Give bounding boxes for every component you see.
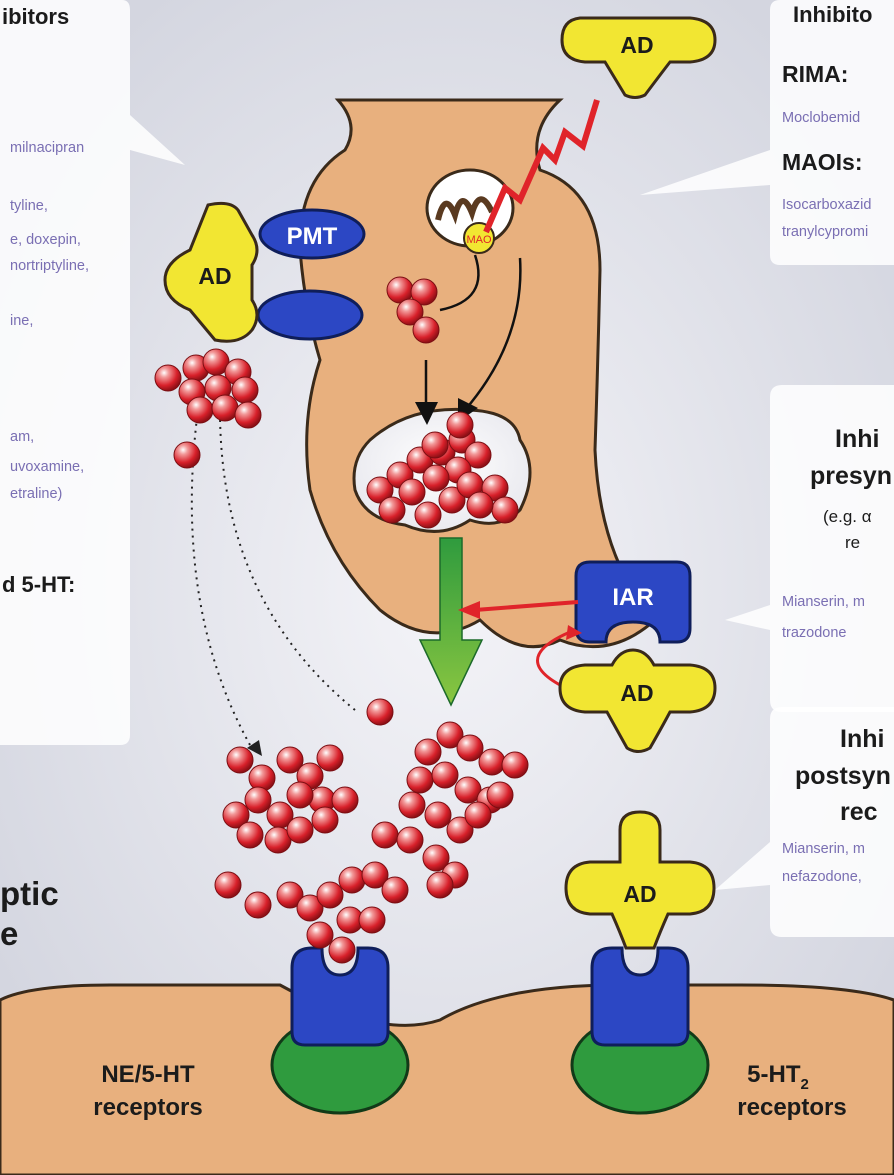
neurotransmitter-molecule (457, 735, 483, 761)
neurotransmitter-molecule (427, 872, 453, 898)
neurotransmitter-molecule (227, 747, 253, 773)
neurotransmitter-molecule (425, 802, 451, 828)
neurotransmitter-molecule (215, 872, 241, 898)
neurotransmitter-molecule (415, 502, 441, 528)
neurotransmitter-molecule (372, 822, 398, 848)
neurotransmitter-molecule (212, 395, 238, 421)
neurotransmitter-molecule (317, 745, 343, 771)
neurotransmitter-molecule (187, 397, 213, 423)
maoi-heading: MAOIs: (782, 149, 863, 175)
synaptic-label-line-1: ptic (0, 875, 59, 912)
neurotransmitter-molecule (415, 739, 441, 765)
neurotransmitter-molecule (467, 492, 493, 518)
left-panel-heading: ibitors (2, 4, 69, 29)
neurotransmitter-molecule (287, 782, 313, 808)
neurotransmitter-molecule (382, 877, 408, 903)
left-drug-line-1: milnacipran (10, 140, 84, 156)
ad-5ht2-label: AD (623, 881, 656, 907)
5ht2-main: 5-HT (747, 1061, 801, 1088)
neurotransmitter-molecule (487, 782, 513, 808)
left-drug-line-4: nortriptyline, (10, 258, 89, 274)
neurotransmitter-molecule (329, 937, 355, 963)
neurotransmitter-molecule (479, 749, 505, 775)
left-drug-line-8: etraline) (10, 486, 62, 502)
neurotransmitter-molecule (492, 497, 518, 523)
neurotransmitter-molecule (249, 765, 275, 791)
mao-label: MAO (466, 234, 492, 246)
neurotransmitter-molecule (307, 922, 333, 948)
postsynaptic-title-2: postsyn (795, 762, 891, 790)
presynaptic-title-1: Inhi (835, 425, 879, 453)
postsynaptic-drugs-2: nefazodone, (782, 869, 862, 885)
iar-label: IAR (612, 584, 653, 611)
neurotransmitter-molecule (245, 892, 271, 918)
neurotransmitter-molecule (237, 822, 263, 848)
neurotransmitter-molecule (397, 827, 423, 853)
left-drug-line-2: tyline, (10, 198, 48, 214)
left-panel-subheading: d 5-HT: (2, 572, 75, 597)
neurotransmitter-molecule (155, 365, 181, 391)
rima-drugs: Moclobemid (782, 110, 860, 126)
postsynaptic-title-3: rec (840, 798, 878, 826)
left-drug-line-5: ine, (10, 313, 33, 329)
neurotransmitter-molecule (367, 699, 393, 725)
neurotransmitter-molecule (332, 787, 358, 813)
postsynaptic-drugs-1: Mianserin, m (782, 841, 865, 857)
presynaptic-subtitle-1: (e.g. α (823, 507, 872, 526)
presynaptic-subtitle-2: re (845, 533, 860, 552)
neurotransmitter-molecule (359, 907, 385, 933)
neurotransmitter-molecule (407, 767, 433, 793)
neurotransmitter-molecule (447, 412, 473, 438)
neurotransmitter-molecule (465, 802, 491, 828)
transporter-lower (258, 291, 362, 339)
neurotransmitter-molecule (232, 377, 258, 403)
ne-5ht-receptor-label-1: NE/5-HT (101, 1061, 195, 1088)
neurotransmitter-molecule (312, 807, 338, 833)
neurotransmitter-molecule (399, 479, 425, 505)
neurotransmitter-molecule (287, 817, 313, 843)
neurotransmitter-molecule (174, 442, 200, 468)
neurotransmitter-molecule (339, 867, 365, 893)
rima-heading: RIMA: (782, 61, 848, 87)
maoi-drugs-line-1: Isocarboxazid (782, 197, 871, 213)
left-drug-line-3: e, doxepin, (10, 232, 81, 248)
ne-5ht-receptor-label-2: receptors (93, 1094, 202, 1121)
neurotransmitter-molecule (317, 882, 343, 908)
neurotransmitter-molecule (399, 792, 425, 818)
neurotransmitter-molecule (379, 497, 405, 523)
neurotransmitter-molecule (413, 317, 439, 343)
neurotransmitter-molecule (235, 402, 261, 428)
neurotransmitter-molecule (245, 787, 271, 813)
right-top-title: Inhibito (793, 2, 872, 27)
presynaptic-drugs-1: Mianserin, m (782, 594, 865, 610)
postsynaptic-title-1: Inhi (840, 725, 884, 753)
maoi-drugs-line-2: tranylcypromi (782, 224, 868, 240)
pmt-label: PMT (287, 223, 338, 250)
left-drug-line-6: am, (10, 429, 34, 445)
neurotransmitter-molecule (432, 762, 458, 788)
ad-pmt-label: AD (198, 263, 231, 289)
5ht2-receptor-label-2: receptors (737, 1094, 846, 1121)
left-drug-line-7: uvoxamine, (10, 459, 84, 475)
ad-iar-label: AD (620, 680, 653, 706)
5ht2-subscript: 2 (801, 1076, 809, 1093)
presynaptic-title-2: presyn (810, 462, 892, 490)
synaptic-label-line-2: e (0, 915, 18, 952)
neurotransmitter-molecule (423, 465, 449, 491)
ad-top-label: AD (620, 32, 653, 58)
presynaptic-drugs-2: trazodone (782, 625, 847, 641)
neurotransmitter-molecule (422, 432, 448, 458)
neurotransmitter-molecule (502, 752, 528, 778)
